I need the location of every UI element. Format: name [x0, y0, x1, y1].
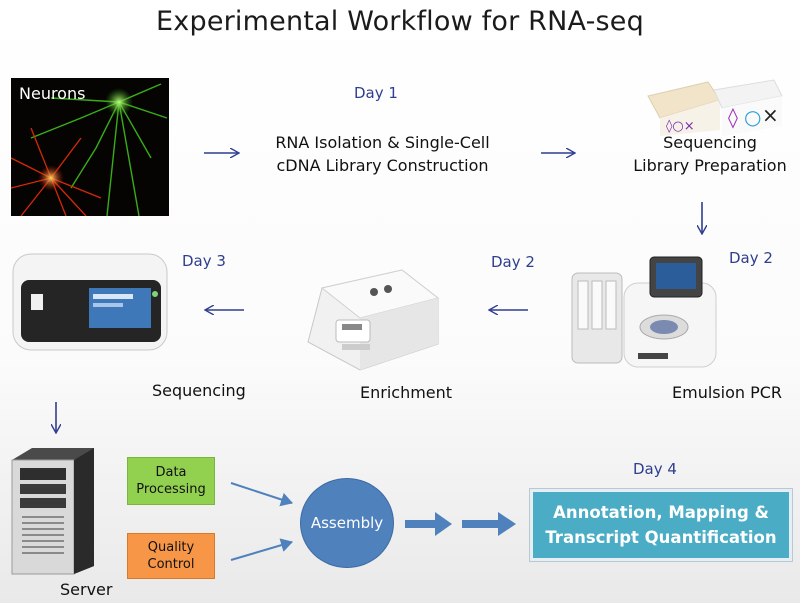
emulsion-pcr-label: Emulsion PCR — [672, 383, 783, 402]
day-2-emulsion-label: Day 2 — [729, 249, 773, 267]
neurons-illustration — [11, 83, 168, 216]
data-processing-line2: Processing — [136, 482, 206, 497]
thick-arrow-1 — [405, 512, 452, 536]
quality-control-box: Quality Control — [127, 533, 215, 579]
assembly-label: Assembly — [310, 513, 384, 532]
day-4-label: Day 4 — [633, 460, 677, 478]
library-prep-kit-image: ◊○× ◊ ○ × — [644, 78, 784, 138]
annotation-box: Annotation, Mapping & Transcript Quantif… — [530, 489, 792, 561]
sequencing-label: Sequencing — [152, 381, 246, 400]
library-prep-label: Sequencing Library Preparation — [620, 131, 800, 177]
annotation-line2: Transcript Quantification — [545, 528, 777, 547]
library-prep-line2: Library Preparation — [633, 156, 787, 175]
svg-text:×: × — [762, 103, 779, 127]
neurons-image: Neurons — [11, 78, 169, 216]
svg-text:◊: ◊ — [728, 105, 738, 129]
svg-text:◊○×: ◊○× — [666, 119, 695, 134]
day-1-label: Day 1 — [354, 84, 398, 102]
quality-control-line1: Quality — [147, 540, 195, 555]
day-2-enrichment-label: Day 2 — [491, 253, 535, 271]
thick-arrow-2 — [462, 512, 516, 536]
annotation-line1: Annotation, Mapping & — [553, 503, 769, 522]
quality-control-line2: Control — [147, 557, 195, 572]
enrichment-label: Enrichment — [360, 383, 453, 402]
emulsion-pcr-instrument-image — [568, 253, 728, 381]
library-prep-line1: Sequencing — [663, 133, 757, 152]
rna-isolation-label: RNA Isolation & Single-Cell cDNA Library… — [250, 131, 515, 177]
arrow-data-to-assembly — [230, 482, 293, 507]
neurons-label: Neurons — [19, 84, 86, 103]
day-3-label: Day 3 — [182, 252, 226, 270]
server-image — [8, 446, 98, 576]
enrichment-instrument-image — [302, 262, 442, 377]
assembly-circle: Assembly — [300, 478, 394, 568]
server-label: Server — [60, 580, 113, 599]
rna-isolation-line1: RNA Isolation & Single-Cell — [275, 133, 490, 152]
diagram-title: Experimental Workflow for RNA-seq — [156, 6, 644, 37]
arrow-qc-to-assembly — [230, 538, 293, 561]
rna-isolation-line2: cDNA Library Construction — [276, 156, 489, 175]
sequencer-image — [9, 250, 171, 358]
data-processing-box: Data Processing — [127, 457, 215, 505]
svg-text:○: ○ — [744, 105, 761, 129]
data-processing-line1: Data — [155, 465, 187, 480]
